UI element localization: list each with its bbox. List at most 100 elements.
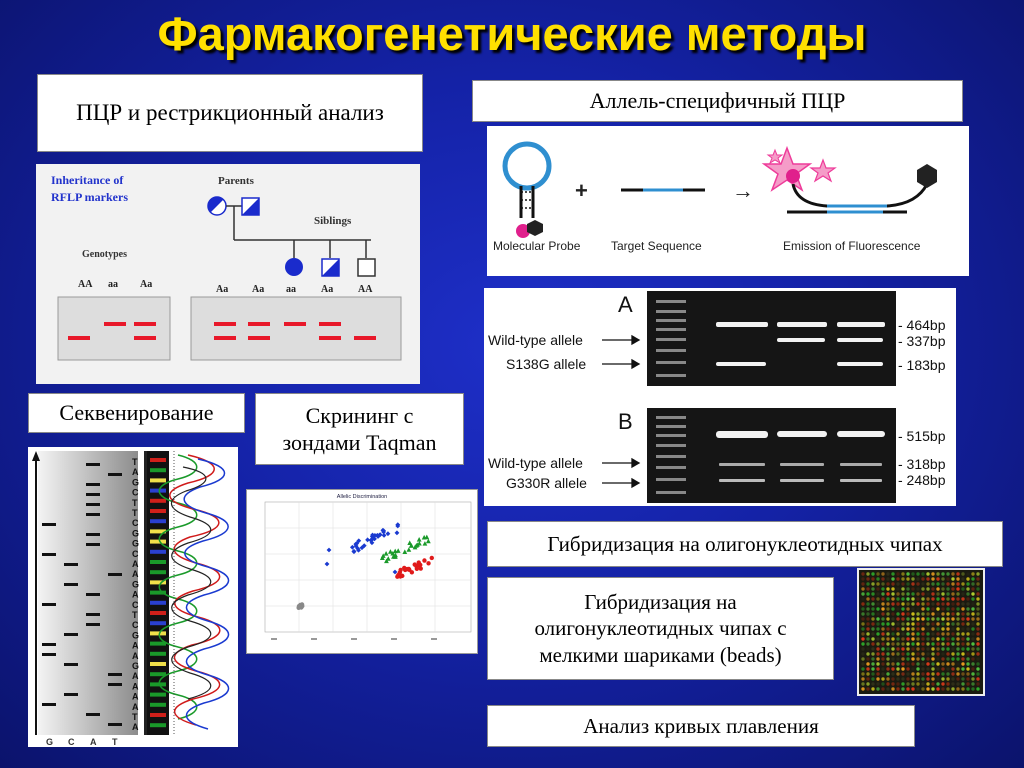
microarray-spot bbox=[886, 617, 890, 621]
microarray-spot bbox=[896, 662, 900, 666]
microarray-spot bbox=[891, 662, 895, 666]
microarray-spot bbox=[956, 627, 960, 631]
microarray-spot bbox=[966, 582, 970, 586]
microarray-spot bbox=[871, 657, 875, 661]
emission-label: Emission of Fluorescence bbox=[783, 239, 921, 253]
microarray-spot bbox=[946, 687, 950, 691]
microarray-spot bbox=[881, 632, 885, 636]
microarray-spot bbox=[956, 592, 960, 596]
bands-a bbox=[716, 322, 885, 366]
microarray-spot bbox=[926, 642, 930, 646]
sequence-base: A bbox=[132, 569, 139, 579]
scatter-point bbox=[408, 543, 414, 548]
microarray-spot bbox=[891, 597, 895, 601]
microarray-spot bbox=[936, 602, 940, 606]
microarray-spot bbox=[906, 647, 910, 651]
panel-a-label: A bbox=[618, 292, 633, 317]
probe-loop bbox=[502, 141, 552, 191]
microarray-spot bbox=[926, 677, 930, 681]
microarray-spot bbox=[861, 597, 865, 601]
scatter-points bbox=[296, 522, 434, 611]
microarray-spot bbox=[881, 627, 885, 631]
microarray-spot bbox=[886, 642, 890, 646]
microarray-spot bbox=[946, 617, 950, 621]
microarray-spot bbox=[866, 572, 870, 576]
scatter-point bbox=[385, 556, 391, 561]
microarray-spot bbox=[886, 572, 890, 576]
microarray-spot bbox=[891, 672, 895, 676]
microarray-spot bbox=[921, 592, 925, 596]
microarray-spot bbox=[926, 647, 930, 651]
microarray-spot bbox=[941, 652, 945, 656]
microarray-spot bbox=[866, 667, 870, 671]
microarray-spot bbox=[956, 612, 960, 616]
microarray-spot bbox=[881, 602, 885, 606]
microarray-spot bbox=[886, 652, 890, 656]
microarray-spot bbox=[926, 632, 930, 636]
rflp-heading-1: Inheritance of bbox=[51, 173, 124, 187]
microarray-spot bbox=[951, 672, 955, 676]
microarray-spot bbox=[961, 627, 965, 631]
microarray-spot bbox=[886, 667, 890, 671]
microarray-spot bbox=[936, 597, 940, 601]
microarray-spot bbox=[956, 587, 960, 591]
microarray-spot bbox=[966, 572, 970, 576]
microarray-spot bbox=[896, 587, 900, 591]
microarray-spot bbox=[916, 617, 920, 621]
sequence-base: A bbox=[132, 467, 139, 477]
genotype-right-4: Aa bbox=[321, 284, 333, 295]
microarray-spot bbox=[921, 627, 925, 631]
microarray-spot bbox=[866, 602, 870, 606]
microarray-spot bbox=[881, 667, 885, 671]
scatter-point bbox=[370, 536, 375, 541]
microarray-spot bbox=[921, 582, 925, 586]
sequencing-band bbox=[42, 653, 56, 656]
microarray-spot bbox=[901, 612, 905, 616]
microarray-spot bbox=[966, 622, 970, 626]
microarray-spot bbox=[921, 687, 925, 691]
microarray-spot bbox=[891, 677, 895, 681]
microarray-spot bbox=[916, 597, 920, 601]
microarray-spot bbox=[971, 687, 975, 691]
microarray-spot bbox=[921, 597, 925, 601]
microarray-spot bbox=[916, 647, 920, 651]
scatter-point bbox=[370, 532, 375, 538]
scatter-point bbox=[406, 547, 412, 552]
microarray-spot bbox=[946, 622, 950, 626]
microarray-spot bbox=[861, 667, 865, 671]
microarray-spot bbox=[936, 572, 940, 576]
microarray-spot bbox=[896, 597, 900, 601]
sequence-color-bar bbox=[150, 498, 166, 503]
microarray-spot bbox=[921, 572, 925, 576]
microarray-spot bbox=[886, 677, 890, 681]
microarray-spot bbox=[961, 612, 965, 616]
label-oligo-beads: Гибридизация на олигонуклеотидных чипах … bbox=[487, 577, 834, 680]
microarray-spot bbox=[871, 632, 875, 636]
microarray-spot bbox=[951, 637, 955, 641]
microarray-spot bbox=[916, 577, 920, 581]
microarray-spot bbox=[876, 677, 880, 681]
size-183bp: - 183bp bbox=[898, 357, 946, 373]
microarray-spot bbox=[956, 642, 960, 646]
scatter-point bbox=[381, 532, 387, 538]
fluorophore-icon bbox=[516, 224, 530, 238]
microarray-spot bbox=[911, 592, 915, 596]
microarray-spot bbox=[976, 627, 980, 631]
microarray-spot bbox=[936, 617, 940, 621]
scatter-point bbox=[391, 554, 396, 559]
microarray-spot bbox=[916, 622, 920, 626]
quencher-icon bbox=[527, 220, 543, 236]
microarray-spot bbox=[936, 677, 940, 681]
microarray-spot bbox=[871, 647, 875, 651]
microarray-spot bbox=[966, 632, 970, 636]
microarray-spot bbox=[866, 597, 870, 601]
microarray-spot bbox=[971, 637, 975, 641]
microarray-spot bbox=[866, 682, 870, 686]
microarray-spot bbox=[891, 627, 895, 631]
sequencing-band bbox=[86, 543, 100, 546]
scatter-point bbox=[426, 561, 431, 566]
microarray-spot bbox=[946, 602, 950, 606]
sequence-color-bar bbox=[150, 702, 166, 707]
microarray-spot bbox=[971, 672, 975, 676]
